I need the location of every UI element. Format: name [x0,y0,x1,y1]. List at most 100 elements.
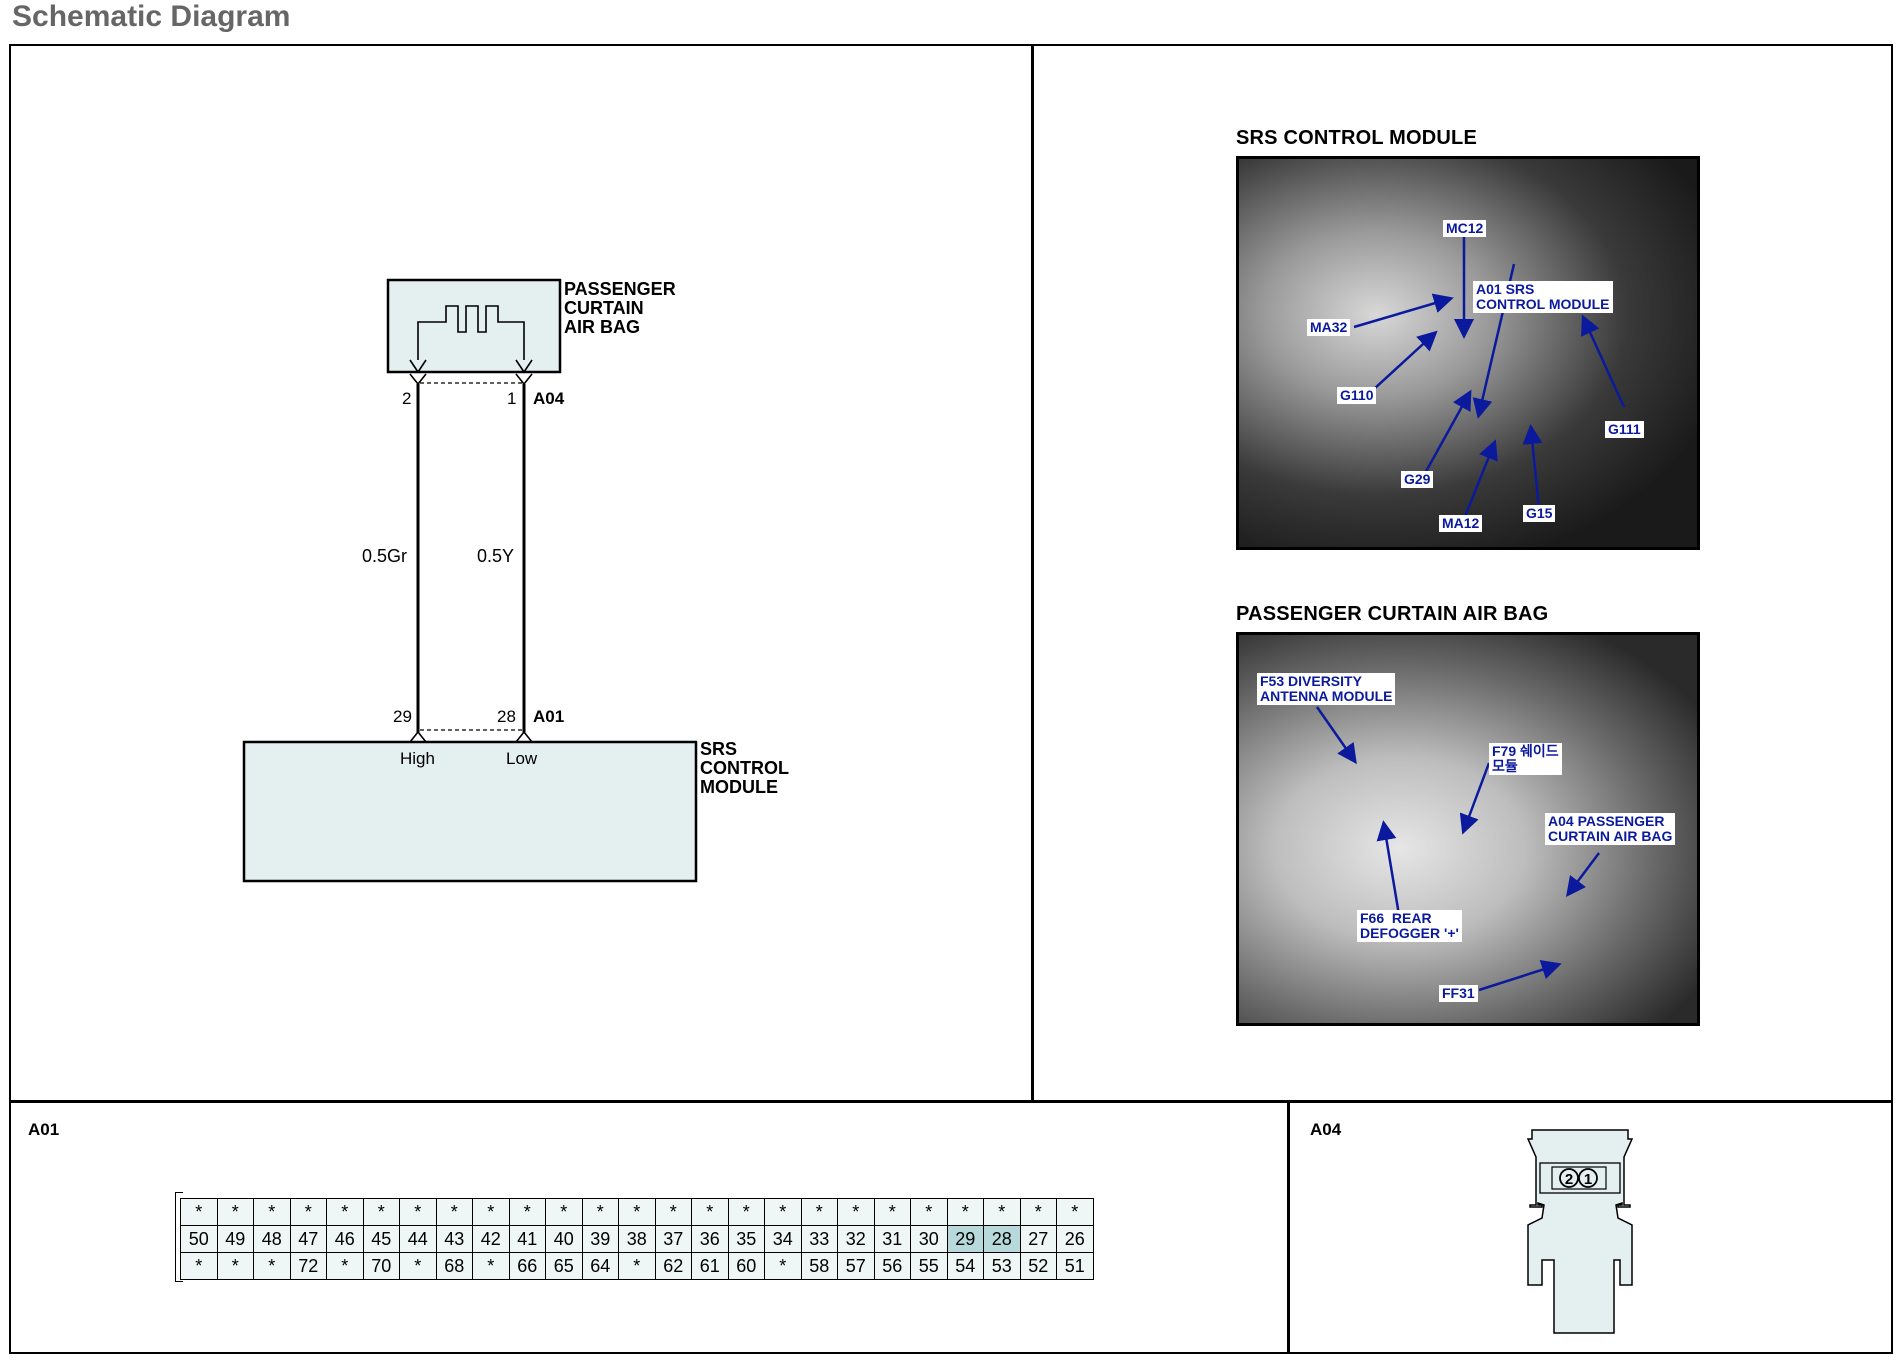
pin-cell: 51 [1056,1252,1094,1280]
module-label-3: MODULE [700,777,778,797]
pin-cell: * [399,1198,437,1226]
pin-cell: 32 [837,1225,875,1253]
diagram-frame [9,44,1893,1354]
pin-cell: 65 [545,1252,583,1280]
connector-a04-pin1: 1 [1584,1171,1592,1188]
pin-cell: * [800,1198,838,1226]
schematic-drawing: PASSENGER CURTAIN AIR BAG 2 1 A04 0.5Gr … [242,278,789,883]
pin-cell: * [216,1252,254,1280]
pin-cell: 61 [691,1252,729,1280]
srs-photo-arrows [1353,229,1626,520]
connector-a04-label: A04 [1310,1120,1342,1139]
pin-cell: 52 [1019,1252,1057,1280]
label-g110: G110 [1337,387,1377,404]
label-g15: G15 [1523,505,1556,522]
pin-cell: 56 [873,1252,911,1280]
curtain-photo-arrows [1315,706,1600,992]
pin-cell: * [727,1198,765,1226]
label-g29: G29 [1401,471,1434,488]
connector-a01-tab [175,1192,183,1282]
pin-cell: 62 [654,1252,692,1280]
airbag-label-3: AIR BAG [564,317,640,337]
pin-cell: * [764,1252,802,1280]
curtain-photo: F53 DIVERSITY ANTENNA MODULE F79 쉐이드 모듈 … [1236,632,1700,1026]
divider-vertical-top [1031,44,1034,1102]
module-chevron-right [515,730,533,743]
pin-cell: 31 [873,1225,911,1253]
pin-cell: 28 [983,1225,1021,1253]
pin-cell: 26 [1056,1225,1094,1253]
pin-cell: * [910,1198,948,1226]
pin-cell: 60 [727,1252,765,1280]
pin-cell: 39 [581,1225,619,1253]
pin-cell: 58 [800,1252,838,1280]
divider-horizontal [9,1100,1893,1103]
pin-cell: 30 [910,1225,948,1253]
pin-cell: 44 [399,1225,437,1253]
module-label-2: CONTROL [700,758,789,778]
pin-cell: * [472,1198,510,1226]
wire-right-spec: 0.5Y [477,546,514,566]
pin-cell: * [289,1198,327,1226]
pin-cell: * [654,1198,692,1226]
pin-cell: 41 [508,1225,546,1253]
connector-a04-drawing: 2 1 [1526,1129,1634,1334]
connector-a04-pin2: 2 [1565,1171,1573,1188]
pin-cell: 70 [362,1252,400,1280]
module-pin-right-name: Low [506,749,538,768]
pin-row: ************************* [180,1198,1094,1226]
pin-cell: * [946,1198,984,1226]
label-f53: F53 DIVERSITY ANTENNA MODULE [1257,673,1396,705]
pin-cell: * [873,1198,911,1226]
module-pin-left: 29 [393,707,412,726]
pin-cell: 43 [435,1225,473,1253]
pin-cell: * [618,1252,656,1280]
module-connector-id: A01 [533,707,564,726]
pin-cell: * [362,1198,400,1226]
airbag-label-2: CURTAIN [564,298,644,318]
pin-cell: * [545,1198,583,1226]
page-title: Schematic Diagram [12,0,291,33]
arrow-right [515,359,533,374]
pin-cell: * [764,1198,802,1226]
module-box [242,740,698,883]
label-g111: G111 [1605,421,1644,438]
pin-cell: 29 [946,1225,984,1253]
divider-vertical-bottom [1287,1100,1290,1354]
pin-cell: * [435,1198,473,1226]
connector-a01-label: A01 [28,1120,60,1139]
connector-a04-body [1526,1129,1634,1334]
pin-cell: 49 [216,1225,254,1253]
pin-cell: 27 [1019,1225,1057,1253]
pin-cell: * [508,1198,546,1226]
pin-cell: 38 [618,1225,656,1253]
pin-cell: * [1056,1198,1094,1226]
pin-cell: 55 [910,1252,948,1280]
pin-cell: 68 [435,1252,473,1280]
pin-cell: * [253,1252,291,1280]
label-ma12: MA12 [1439,515,1483,532]
connector-a04-pin2-circle [1559,1168,1579,1188]
label-a01: A01 SRS CONTROL MODULE [1473,281,1613,313]
pin-cell: 57 [837,1252,875,1280]
pin-cell: 45 [362,1225,400,1253]
pin-cell: 66 [508,1252,546,1280]
airbag-pin-left: 2 [402,389,411,408]
module-chevron-left [409,730,427,743]
pin-cell: * [837,1198,875,1226]
label-f66: F66 REAR DEFOGGER '+' [1357,910,1462,942]
pin-cell: 34 [764,1225,802,1253]
label-a04: A04 PASSENGER CURTAIN AIR BAG [1545,813,1676,845]
pin-cell: * [581,1198,619,1226]
pin-cell: 35 [727,1225,765,1253]
pin-cell: * [1019,1198,1057,1226]
pin-cell: * [253,1198,291,1226]
label-mc12: MC12 [1443,220,1487,237]
airbag-box [386,278,562,374]
pin-cell: 33 [800,1225,838,1253]
label-f79: F79 쉐이드 모듈 [1489,743,1562,775]
pin-cell: * [180,1252,218,1280]
